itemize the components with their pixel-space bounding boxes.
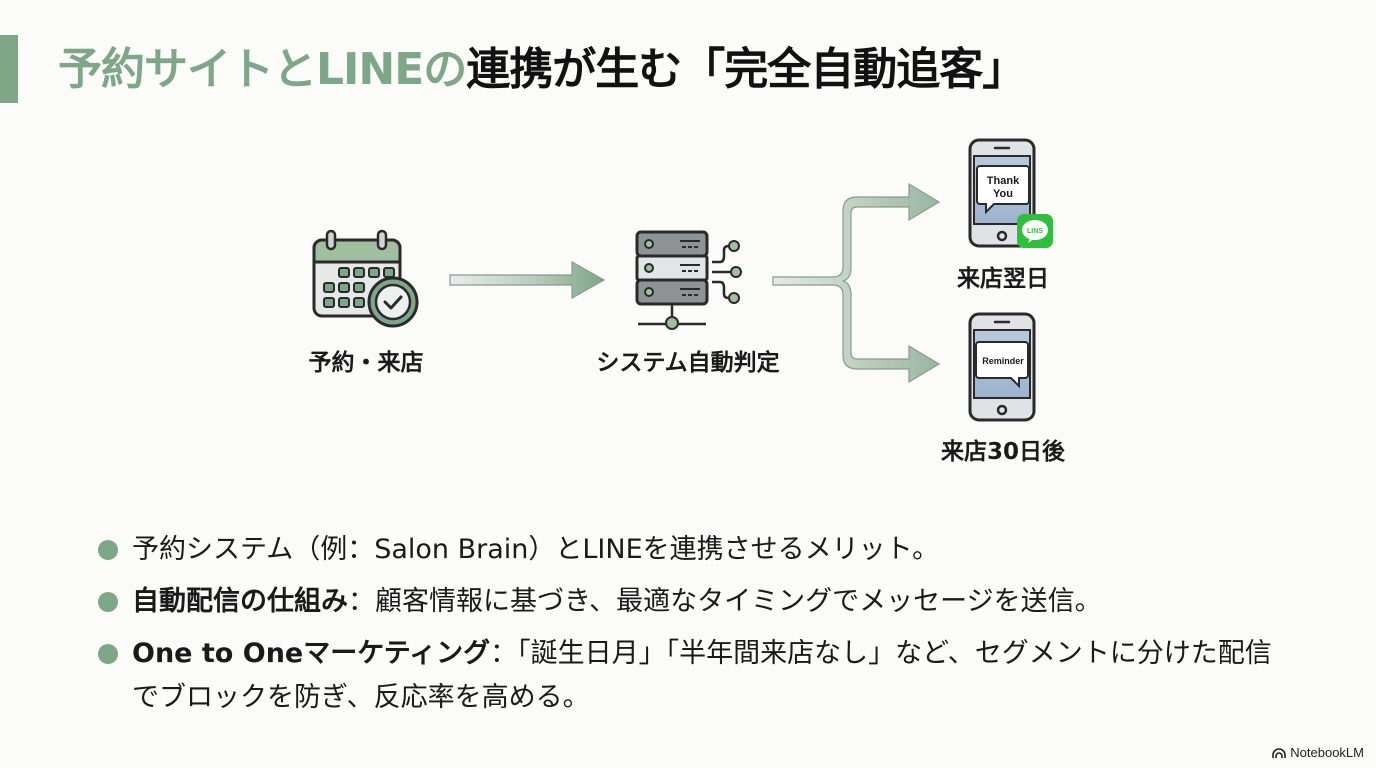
node-label-30-days: 来店30日後 (940, 439, 1066, 465)
title-dark-part: 連携が生む「完全自動追客」 (466, 44, 1026, 95)
branch-arrows (772, 182, 941, 384)
bubble-text-you: You (993, 188, 1013, 200)
page-title: 予約サイトとLINEの連携が生む「完全自動追客」 (58, 42, 1026, 98)
line-badge-text: LINS (1027, 228, 1043, 235)
bullet-list: 予約システム（例：Salon Brain）とLINEを連携させるメリット。 自動… (96, 528, 1296, 728)
server-network-icon (635, 230, 742, 330)
bubble-text-reminder: Reminder (982, 356, 1024, 366)
notebooklm-watermark: NotebookLM (1272, 745, 1364, 760)
line-app-badge-icon: LINS (1017, 214, 1053, 248)
smartphone-reminder-icon: Reminder (968, 312, 1036, 422)
bullet-text: ：「誕生日月」「半年間来店なし」など、セグメントに分けた配信でブロックを防ぎ、反… (132, 638, 1272, 713)
smartphone-thank-you-icon: Thank You LINS (968, 138, 1053, 248)
node-label-next-day: 来店翌日 (957, 266, 1049, 292)
title-green-part: 予約サイトとLINEの (58, 44, 467, 95)
flow-diagram: Thank You LINS Reminder 予約・来店 システム自動判定 来… (308, 138, 1066, 465)
bullet-bold: One to Oneマーケティング (132, 638, 491, 669)
diagram-graphics: Thank You LINS Reminder (312, 138, 1053, 422)
bullet-item: One to Oneマーケティング：「誕生日月」「半年間来店なし」など、セグメン… (96, 632, 1272, 720)
bullet-dot (98, 592, 118, 612)
bullet-text: 予約システム（例：Salon Brain）とLINEを連携させるメリット。 (132, 534, 940, 565)
bullet-dot (98, 540, 118, 560)
node-label-booking: 予約・来店 (308, 350, 424, 376)
bullet-item: 予約システム（例：Salon Brain）とLINEを連携させるメリット。 (96, 528, 1296, 572)
calendar-clock-icon (312, 229, 419, 328)
node-label-system: システム自動判定 (596, 350, 780, 376)
bullet-bold: 自動配信の仕組み (132, 586, 348, 617)
bubble-text-thank: Thank (987, 175, 1020, 187)
brand-label: NotebookLM (1290, 745, 1364, 760)
bullet-item: 自動配信の仕組み：顧客情報に基づき、最適なタイミングでメッセージを送信。 (96, 580, 1296, 624)
bullet-dot (98, 644, 118, 664)
title-accent-bar (0, 35, 18, 103)
bullet-text: ：顧客情報に基づき、最適なタイミングでメッセージを送信。 (348, 586, 1102, 617)
arrow-booking-to-system (449, 260, 606, 300)
notebooklm-logo-icon (1272, 747, 1287, 758)
